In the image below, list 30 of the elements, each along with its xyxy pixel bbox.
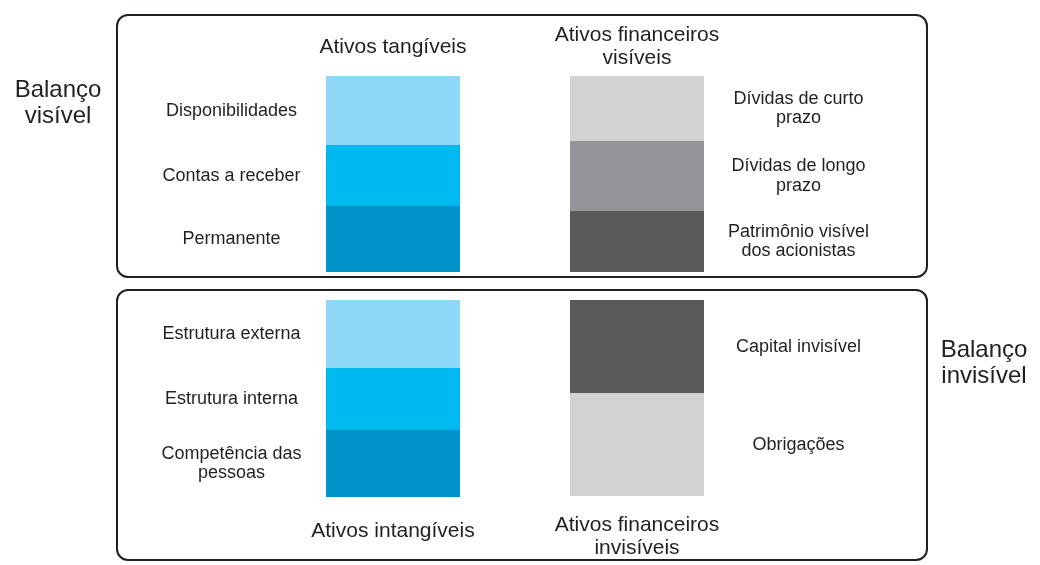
color-block (326, 206, 460, 272)
item-label: Contas a receber (161, 165, 302, 186)
column-heading: Ativos financeiros invisíveis (553, 512, 721, 559)
column-heading: Ativos intangíveis (310, 518, 476, 542)
color-block (326, 430, 460, 497)
section-frame (116, 289, 928, 561)
color-block (326, 145, 460, 206)
column-heading: Ativos tangíveis (318, 34, 468, 58)
item-label: Permanente (181, 229, 282, 249)
color-block (570, 300, 704, 393)
color-block (326, 300, 460, 368)
item-label: Competência das pessoas (160, 443, 303, 484)
color-block (570, 393, 704, 496)
section-title: Balanço invisível (939, 336, 1029, 389)
color-block (326, 368, 460, 430)
item-label: Patrimônio visível dos acionistas (726, 221, 870, 262)
item-label: Estrutura interna (163, 389, 300, 409)
item-label: Disponibilidades (164, 100, 299, 121)
section-title: Balanço visível (13, 76, 103, 129)
item-label: Capital invisível (734, 336, 863, 357)
color-block (570, 141, 704, 211)
item-label: Obrigações (751, 434, 846, 455)
color-block (570, 211, 704, 272)
item-label: Dívidas de longo prazo (730, 156, 867, 196)
item-label: Dívidas de curto prazo (732, 88, 865, 129)
column-heading: Ativos financeiros visíveis (553, 22, 721, 69)
color-block (326, 76, 460, 145)
section-frame (116, 14, 928, 278)
color-block (570, 76, 704, 141)
item-label: Estrutura externa (161, 324, 302, 344)
